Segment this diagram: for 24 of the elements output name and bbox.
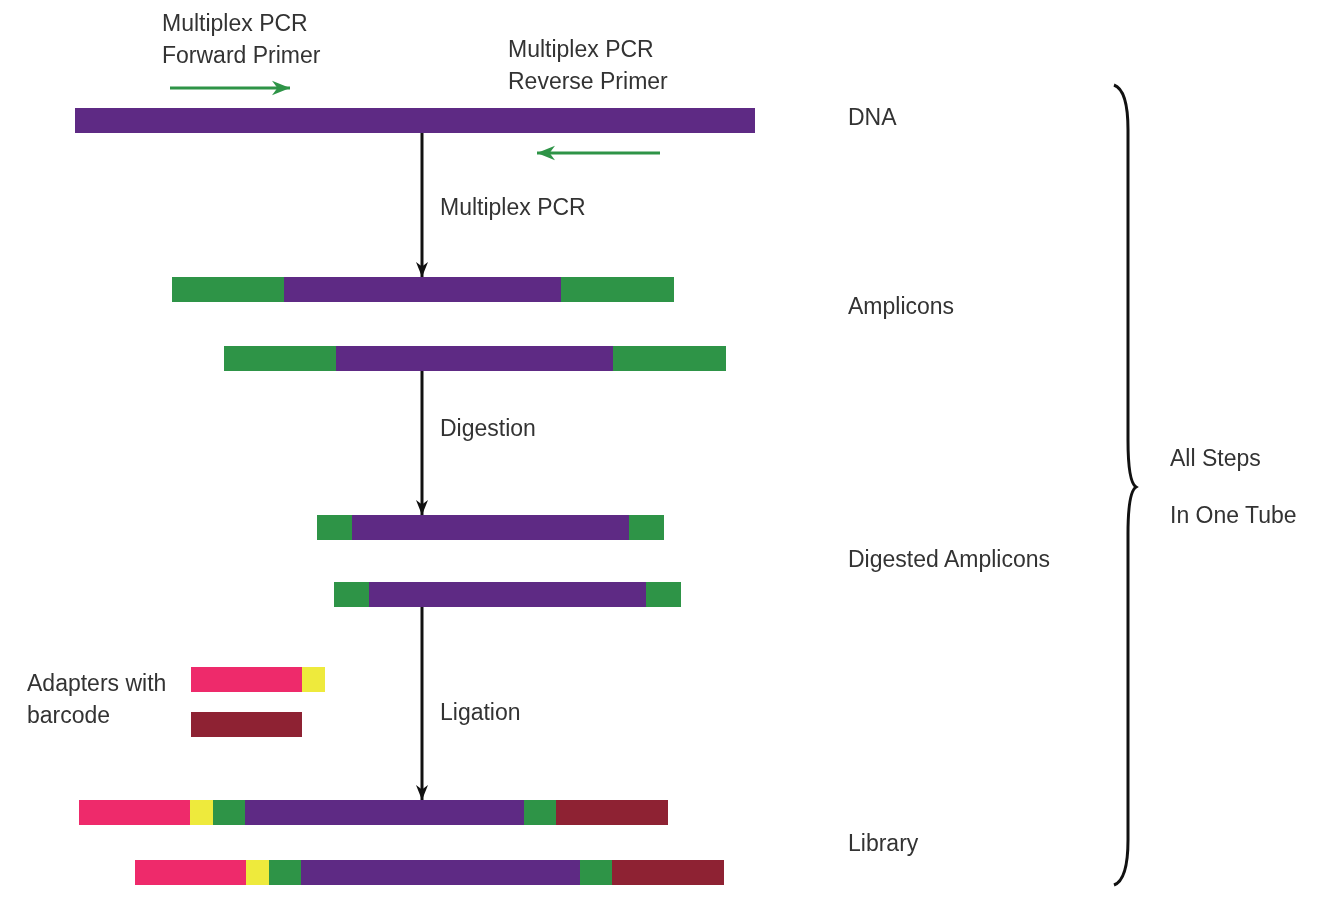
text-label: DNA xyxy=(848,103,897,132)
adapter-bar xyxy=(191,667,325,692)
text-label: Amplicons xyxy=(848,292,955,321)
arrow xyxy=(416,133,428,277)
text-label: Multiplex PCR Forward Primer xyxy=(162,9,322,70)
text-label: Adapters with barcode xyxy=(27,669,168,730)
digested-amplicon-bar xyxy=(334,582,681,607)
text-label: Digested Amplicons xyxy=(848,545,1050,574)
amplicon-bar xyxy=(172,277,674,302)
arrow xyxy=(416,607,428,800)
library-bar xyxy=(79,800,668,825)
text-label: Multiplex PCR Reverse Primer xyxy=(508,35,669,96)
library-bar xyxy=(135,860,724,885)
text-label: All Steps xyxy=(1170,444,1261,473)
edge-label: Multiplex PCR xyxy=(440,193,586,222)
amplicon-bar xyxy=(224,346,726,371)
text-label: Library xyxy=(848,829,919,858)
adapter-bar xyxy=(191,712,302,737)
edge-label: Ligation xyxy=(440,698,521,727)
digested-amplicon-bar xyxy=(317,515,664,540)
text-label: In One Tube xyxy=(1170,501,1297,530)
dna-bar xyxy=(75,108,755,133)
arrow xyxy=(416,371,428,515)
edge-label: Digestion xyxy=(440,414,536,443)
